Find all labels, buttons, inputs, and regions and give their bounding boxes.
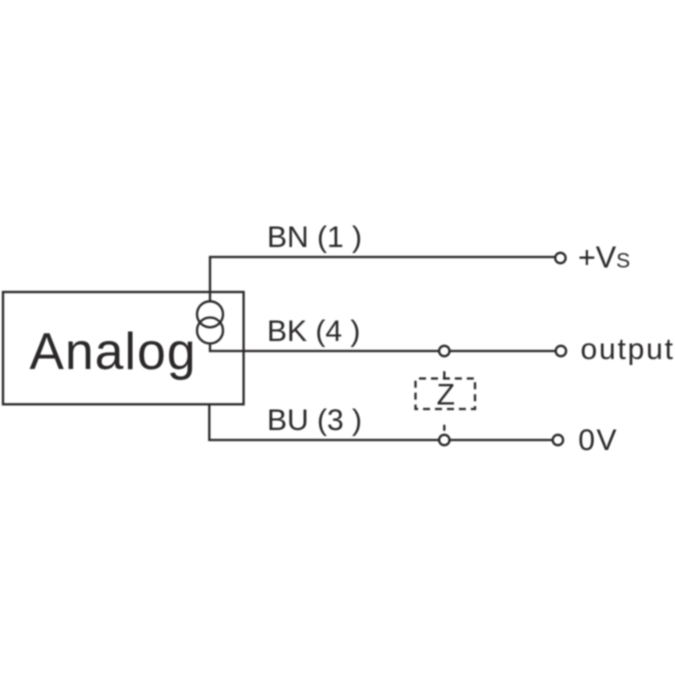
load-label: Z <box>437 378 455 411</box>
load-z: Z <box>414 356 477 434</box>
zerov-terminal-label: 0V <box>578 424 616 457</box>
vs-terminal-circle <box>554 251 567 265</box>
bk-junction-circle <box>437 344 451 358</box>
bn-wire-label: BN (1 ) <box>267 221 362 254</box>
current-source-icon <box>195 300 225 345</box>
output-terminal-circle <box>554 344 568 358</box>
output-terminal-label: output <box>581 333 674 366</box>
current-source-circle-bottom <box>195 316 225 345</box>
vs-terminal-label-sub: S <box>616 249 630 272</box>
zerov-terminal-circle <box>551 433 565 447</box>
wire-bu: BU (3 ) 0V <box>208 404 617 457</box>
bu-wire-label: BU (3 ) <box>267 404 362 437</box>
bu-wire-line <box>208 404 553 442</box>
bk-wire-label: BK (4 ) <box>267 315 360 348</box>
device: Analog <box>1 290 245 406</box>
device-label: Analog <box>30 322 196 380</box>
vs-terminal-label: +VS <box>578 240 630 274</box>
wire-bk: BK (4 ) output <box>208 315 674 366</box>
current-source-circle-top <box>195 300 225 329</box>
bu-junction-circle <box>437 433 451 447</box>
wire-bn: BN (1 ) +VS <box>208 221 630 302</box>
bk-wire-line <box>208 343 556 353</box>
load-box <box>414 377 477 411</box>
bn-wire-line <box>208 255 555 302</box>
vs-terminal-label-main: +V <box>578 240 617 274</box>
device-box <box>1 290 245 406</box>
